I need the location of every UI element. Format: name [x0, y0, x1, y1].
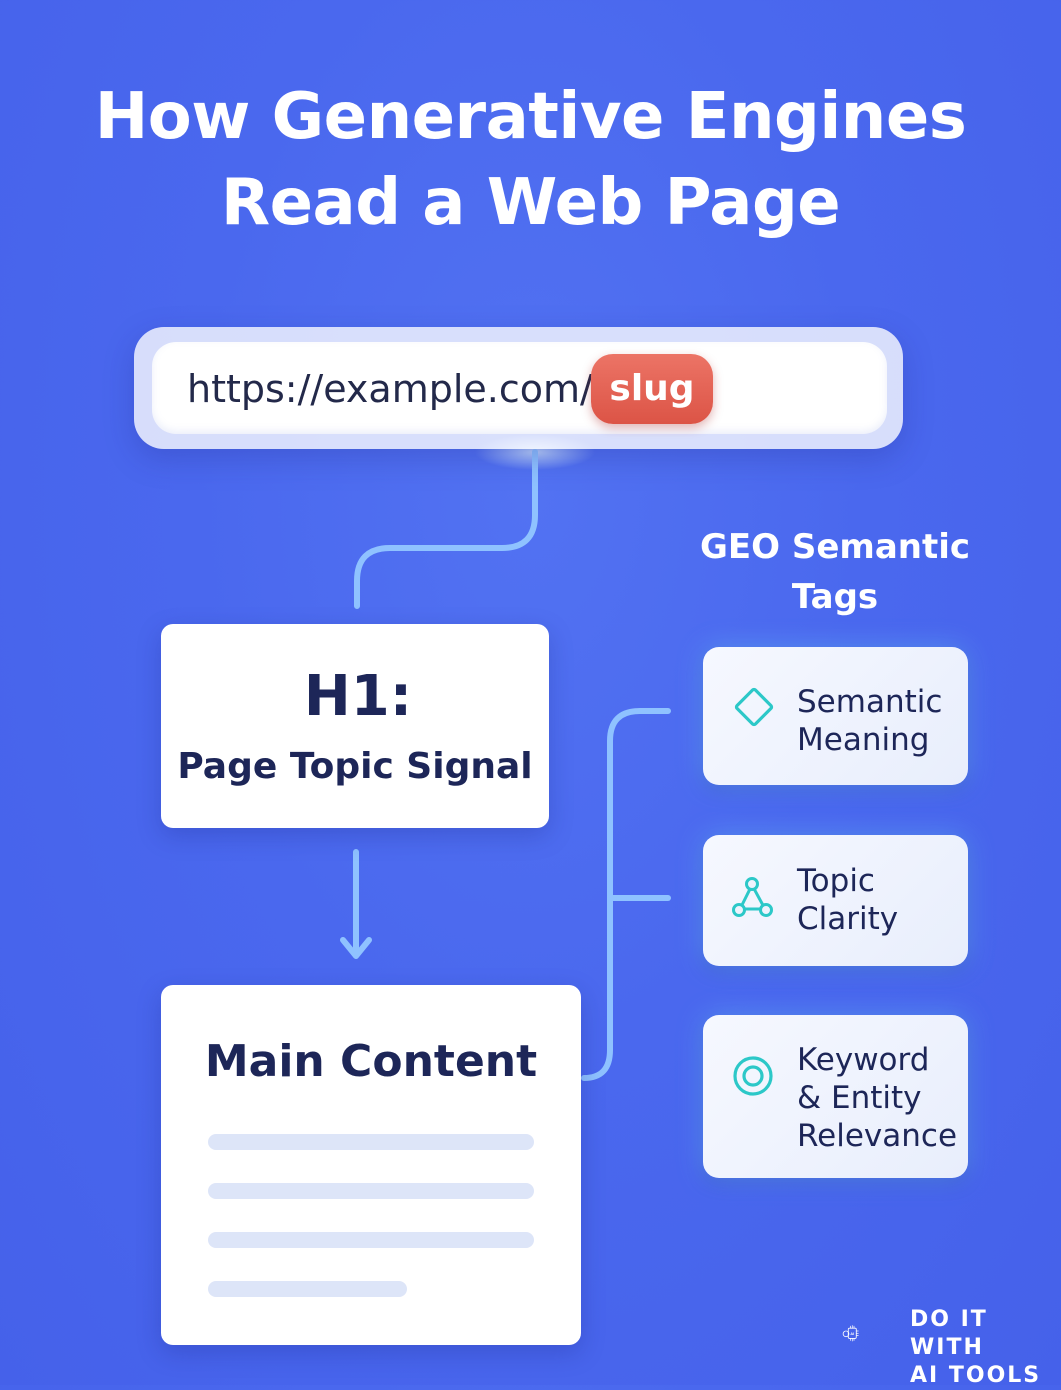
- brand-line-1: DO IT WITH: [910, 1307, 988, 1360]
- slug-badge: slug: [591, 354, 713, 424]
- tag-label-line: Relevance: [797, 1118, 958, 1154]
- h1-label: H1:: [303, 664, 413, 729]
- tag-label: Semantic Meaning: [797, 683, 942, 759]
- content-placeholder-line: [208, 1183, 534, 1199]
- tag-topic-clarity: [703, 835, 968, 966]
- h1-card: [161, 624, 549, 828]
- tag-label-line: & Entity: [797, 1080, 922, 1116]
- brand-name: DO IT WITH AI TOOLS: [910, 1306, 1061, 1390]
- content-to-tags-bracket: [581, 708, 671, 1081]
- url-bar: [152, 342, 887, 434]
- svg-text:AI: AI: [850, 1332, 854, 1336]
- tag-label: Keyword & Entity Relevance: [797, 1041, 957, 1155]
- title-line-2: Read a Web Page: [220, 166, 841, 240]
- h1-to-main-arrow: [340, 849, 372, 959]
- content-placeholder-line: [208, 1281, 407, 1297]
- tag-label-line: Clarity: [797, 901, 899, 937]
- diamond-icon: [734, 687, 774, 727]
- network-nodes-icon: [732, 877, 773, 917]
- target-icon: [733, 1056, 773, 1096]
- tag-label: Topic Clarity: [797, 862, 898, 938]
- tag-label-line: Meaning: [797, 722, 930, 758]
- tag-label-line: Keyword: [797, 1042, 930, 1078]
- geo-tags-title: GEO Semantic Tags: [699, 527, 971, 617]
- url-to-h1-connector: [354, 449, 538, 609]
- brand-logo-icon: AI: [842, 1325, 859, 1342]
- brand-line-2: AI TOOLS: [910, 1363, 1042, 1388]
- content-placeholder-line: [208, 1134, 534, 1150]
- page-title: How Generative Engines Read a Web Page: [0, 74, 1061, 246]
- title-line-1: How Generative Engines: [94, 80, 967, 154]
- tag-label-line: Topic: [797, 863, 875, 899]
- tag-semantic-meaning: [703, 647, 968, 785]
- tag-keyword-entity-relevance: [703, 1015, 968, 1178]
- url-base-text: https://example.com/: [187, 367, 593, 411]
- tag-label-line: Semantic: [797, 684, 943, 720]
- main-content-title: Main Content: [204, 1036, 538, 1087]
- h1-subtitle: Page Topic Signal: [177, 746, 533, 787]
- content-placeholder-line: [208, 1232, 534, 1248]
